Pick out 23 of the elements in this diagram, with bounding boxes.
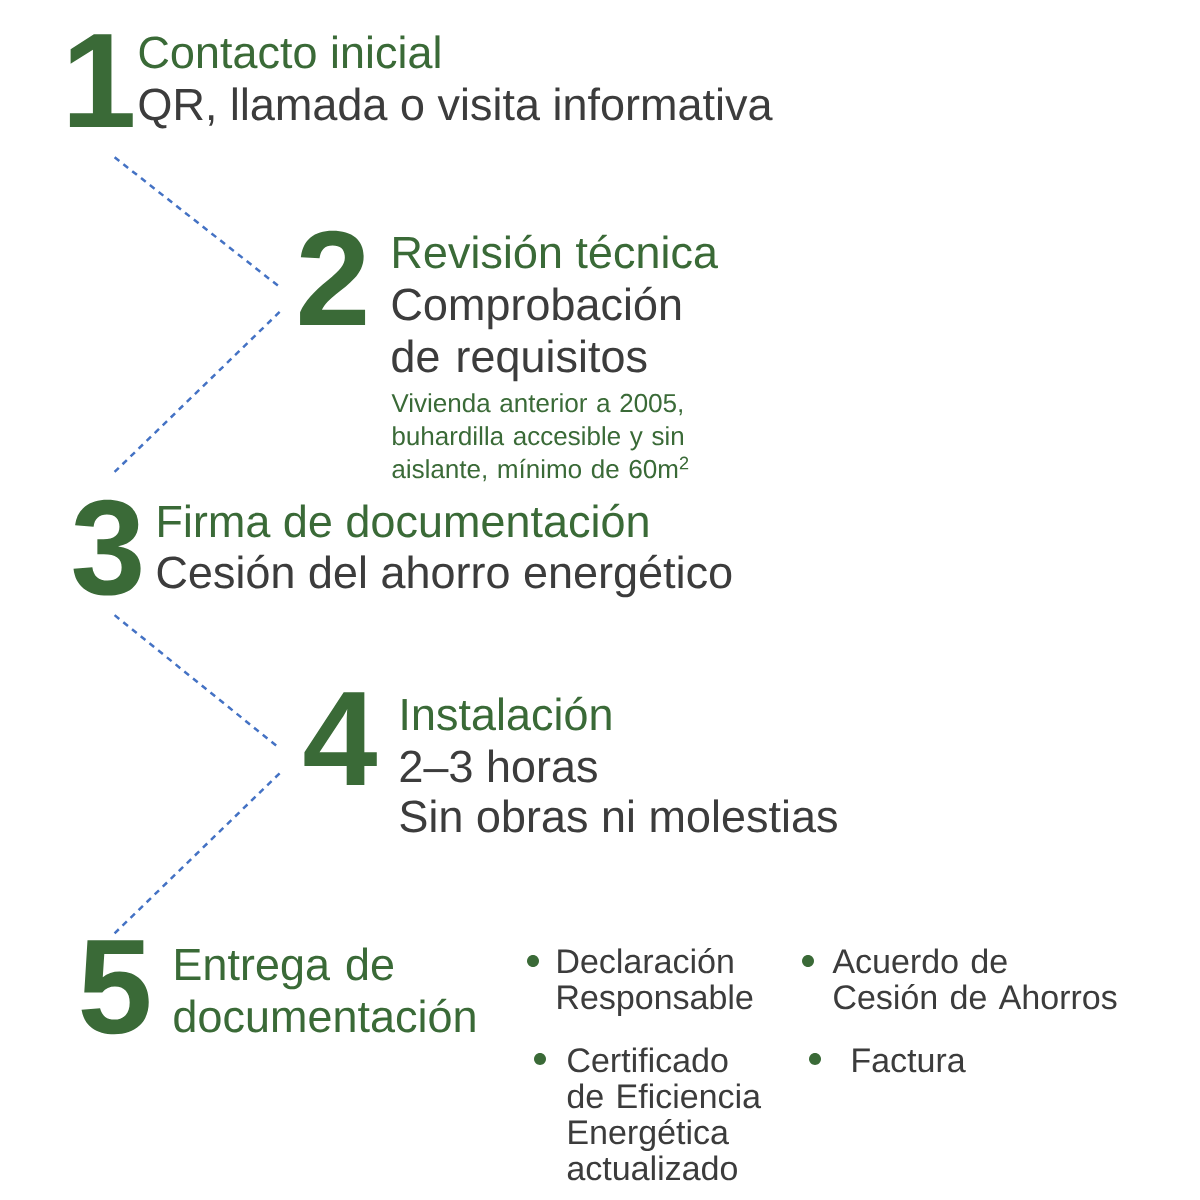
step-heading: Revisión técnica [394, 234, 718, 269]
step-text: 2–3 horas [400, 749, 597, 783]
dashed-connector [113, 156, 281, 288]
step-number: 2 [300, 230, 366, 325]
step-heading: Contacto inicial [139, 35, 440, 69]
note-text: Vivienda anterior a 2005, buhardilla accesible y sin aislante, mínimo de 60m$^{2}$ [391, 393, 689, 482]
list-item: Certificado de Eficiencia Energética actualizado [567, 1047, 762, 1181]
list-item: Acuerdo de Cesión de Ahorros [832, 948, 1117, 1010]
step-heading: Firma de documentación [159, 503, 648, 538]
step-number: 3 [73, 499, 141, 596]
list-item: Declaración Responsable [558, 948, 753, 1017]
step-text: Sin obras ni molestias [400, 799, 837, 833]
step-number: 4 [304, 692, 377, 785]
step-text: QR, llamada o visita informativa [139, 87, 773, 129]
step-text: Comprobación de requisitos [392, 286, 681, 382]
dashed-connector [113, 772, 281, 935]
step-number: 1 [69, 34, 133, 127]
list-item: Factura [853, 1048, 966, 1073]
dashed-connector [113, 311, 281, 473]
step-text: Cesión del ahorro energético [157, 554, 732, 598]
step-number: 5 [81, 940, 149, 1035]
step-heading: Entrega de documentación [174, 947, 475, 1033]
step-heading: Instalación [402, 696, 611, 731]
